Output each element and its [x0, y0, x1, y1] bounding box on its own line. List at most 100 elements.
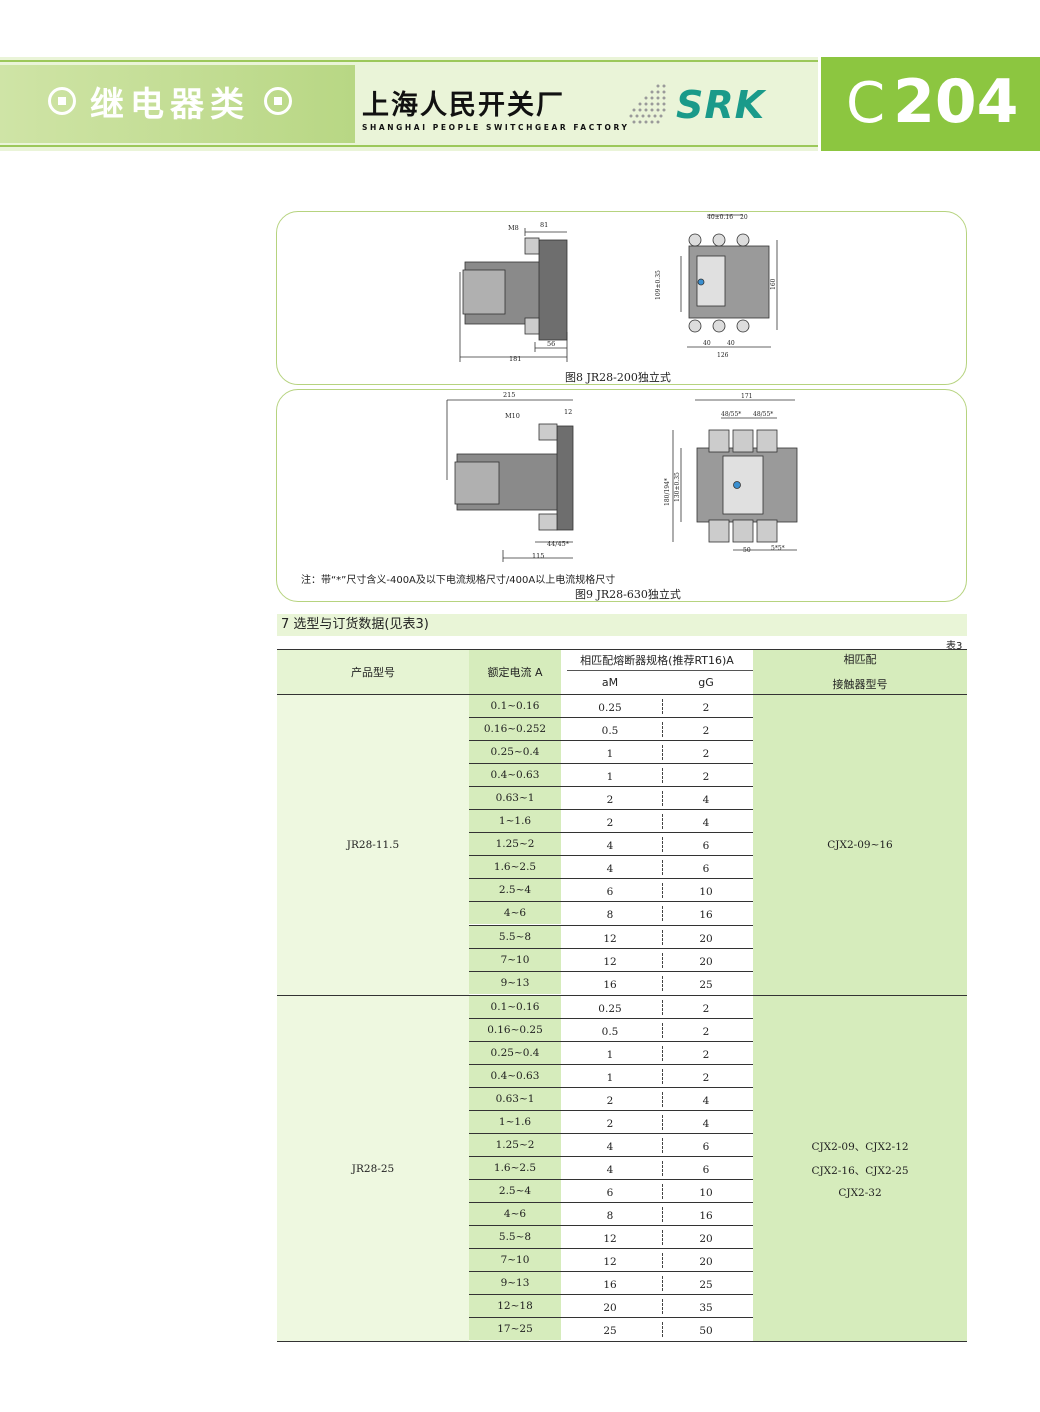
figure9-caption: 图9 JR28-630独立式	[575, 588, 681, 601]
row-rule	[469, 947, 753, 949]
header-fuse: 相匹配熔断器规格(推荐RT16)A	[561, 649, 753, 671]
current-cell: 9~13	[469, 971, 561, 994]
current-cell: 7~10	[469, 948, 561, 971]
am-cell: 12	[561, 1251, 659, 1274]
table-header-rule	[277, 694, 967, 695]
fuse-divider	[662, 1161, 663, 1177]
dim-115: 115	[532, 552, 544, 560]
figure9-panel: 215 M10 12 44/45* 115 171 48/55* 48/55* …	[276, 389, 967, 602]
dim-20: 20	[740, 214, 748, 221]
dim-40a: 40	[703, 340, 711, 347]
gg-cell: 2	[659, 997, 753, 1020]
dim-pitch: 40±0.16	[707, 214, 733, 221]
am-cell: 2	[561, 1089, 659, 1112]
fuse-divider	[662, 1068, 663, 1084]
am-cell: 4	[561, 835, 659, 858]
bullet-icon	[48, 87, 76, 115]
dim-215: 215	[503, 391, 515, 399]
am-cell: 25	[561, 1320, 659, 1343]
row-rule	[469, 786, 753, 788]
dim-vert130: 130±0.35	[674, 472, 681, 502]
current-cell: 5.5~8	[469, 1226, 561, 1249]
model-cell: JR28-25	[277, 995, 469, 1342]
dim-50: 50	[743, 547, 751, 554]
row-rule	[469, 1132, 753, 1134]
current-cell: 2.5~4	[469, 879, 561, 902]
company-name-en: SHANGHAI PEOPLE SWITCHGEAR FACTORY	[362, 123, 630, 132]
gg-cell: 50	[659, 1320, 753, 1343]
am-cell: 4	[561, 858, 659, 881]
gg-cell: 20	[659, 1228, 753, 1251]
fuse-divider	[662, 906, 663, 922]
header-am: aM	[561, 671, 659, 694]
row-rule	[469, 832, 753, 834]
current-cell: 9~13	[469, 1272, 561, 1295]
gg-cell: 2	[659, 1020, 753, 1043]
gg-cell: 25	[659, 973, 753, 996]
fuse-divider	[662, 768, 663, 784]
am-cell: 0.5	[561, 1020, 659, 1043]
am-cell: 16	[561, 1274, 659, 1297]
gg-cell: 2	[659, 697, 753, 720]
current-cell: 0.16~0.252	[469, 718, 561, 741]
am-cell: 4	[561, 1135, 659, 1158]
row-rule	[469, 1086, 753, 1088]
table-label: 表3	[946, 641, 963, 652]
current-cell: 7~10	[469, 1249, 561, 1272]
row-rule	[469, 1179, 753, 1181]
gg-cell: 2	[659, 1066, 753, 1089]
dim-171: 171	[741, 393, 752, 400]
current-cell: 0.63~1	[469, 787, 561, 810]
header-model: 产品型号	[277, 649, 469, 694]
contactor-model: CJX2-09、CJX2-12	[811, 1140, 909, 1153]
current-cell: 4~6	[469, 902, 561, 925]
current-cell: 0.25~0.4	[469, 1041, 561, 1064]
row-rule	[469, 1317, 753, 1319]
contactor-model: CJX2-09~16	[827, 838, 893, 851]
gg-cell: 10	[659, 1182, 753, 1205]
am-cell: 6	[561, 881, 659, 904]
gg-cell: 4	[659, 1089, 753, 1112]
gg-cell: 20	[659, 927, 753, 950]
gg-cell: 2	[659, 766, 753, 789]
fuse-divider	[662, 814, 663, 830]
fuse-divider	[662, 745, 663, 761]
current-cell: 1~1.6	[469, 1110, 561, 1133]
category-label: 继电器类	[90, 84, 250, 125]
page-number-value: 204	[893, 67, 1019, 137]
gg-cell: 25	[659, 1274, 753, 1297]
fuse-divider	[662, 1045, 663, 1061]
dim-5: 5*5*	[771, 545, 785, 552]
banner-top-rule	[0, 60, 818, 62]
contactor-cell: CJX2-09~16	[753, 695, 967, 995]
fuse-divider	[662, 1253, 663, 1269]
current-cell: 0.4~0.63	[469, 764, 561, 787]
gg-cell: 10	[659, 881, 753, 904]
dim-vert: 109±0.35	[655, 270, 662, 300]
row-rule	[469, 878, 753, 880]
table-top-rule	[277, 649, 967, 650]
dim-vert180: 180/194*	[664, 478, 671, 506]
row-rule	[469, 740, 753, 742]
fuse-divider	[662, 999, 663, 1015]
row-rule	[469, 901, 753, 903]
gg-cell: 2	[659, 720, 753, 743]
am-cell: 0.5	[561, 720, 659, 743]
am-cell: 0.25	[561, 997, 659, 1020]
fuse-divider	[662, 722, 663, 738]
dim-4855a: 48/55*	[721, 411, 741, 418]
am-cell: 20	[561, 1297, 659, 1320]
current-cell: 0.25~0.4	[469, 741, 561, 764]
current-cell: 0.16~0.25	[469, 1018, 561, 1041]
gg-cell: 20	[659, 950, 753, 973]
figure8-caption: 图8 JR28-200独立式	[565, 371, 671, 384]
header-contactor-line1: 相匹配	[843, 653, 877, 666]
halftone-dots-icon	[629, 84, 666, 124]
dim-160: 160	[770, 278, 777, 290]
fuse-divider	[662, 1137, 663, 1153]
header-banner: 继电器类 上海人民开关厂 SHANGHAI PEOPLE SWITCHGEAR …	[0, 57, 1040, 151]
gg-cell: 6	[659, 835, 753, 858]
am-cell: 2	[561, 789, 659, 812]
group-rule	[277, 1341, 967, 1343]
